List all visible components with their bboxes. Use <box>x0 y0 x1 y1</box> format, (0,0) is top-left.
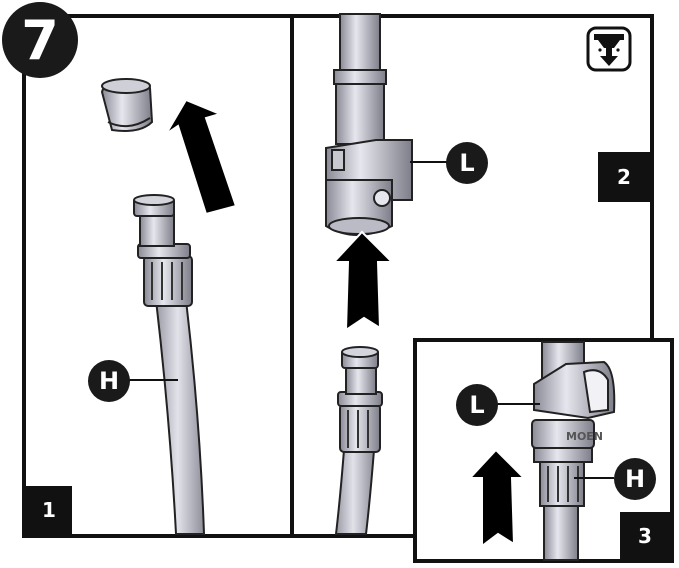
cap <box>100 78 154 132</box>
up-arrow-icon <box>165 98 238 216</box>
assembled-connection: MOEN <box>531 341 616 561</box>
panel-3-number: 3 <box>620 512 670 560</box>
connector-brand: MOEN <box>566 430 603 443</box>
callout-l-panel-3: L <box>456 384 498 426</box>
panel-1-number: 1 <box>26 486 72 534</box>
up-arrow-icon <box>331 230 395 332</box>
faucet-down-arrow-icon <box>586 26 632 72</box>
panel-2-number: 2 <box>598 152 650 202</box>
hose-h <box>133 194 206 535</box>
callout-l-panel-2: L <box>446 142 488 184</box>
faucet-spout <box>325 13 413 236</box>
callout-h-panel-1: H <box>88 360 130 402</box>
callout-h-panel-3: H <box>614 458 656 500</box>
up-arrow-icon <box>467 448 527 548</box>
hose-h-panel-2 <box>334 346 383 535</box>
step-number-badge: 7 <box>2 2 78 78</box>
